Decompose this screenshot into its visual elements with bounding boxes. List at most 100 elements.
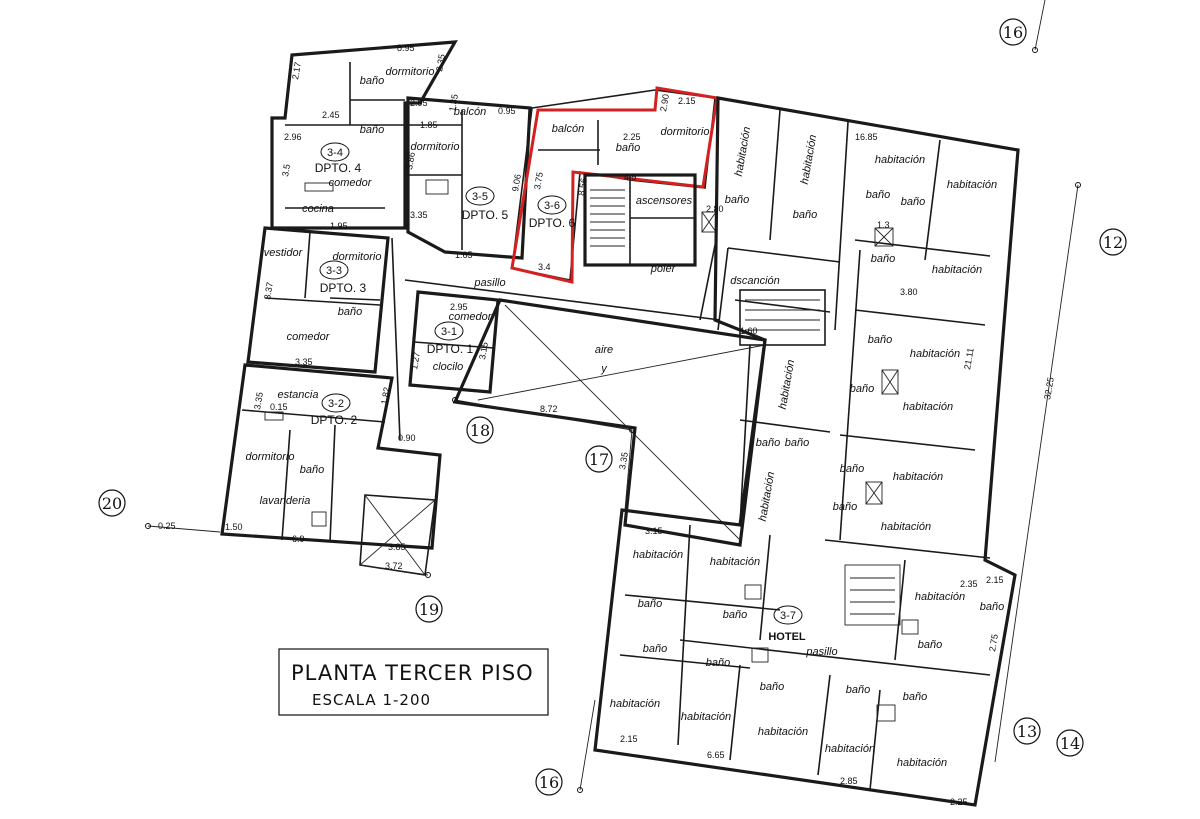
svg-text:1.35: 1.35 (447, 93, 460, 112)
room-label: baño (725, 194, 749, 206)
axis-17: 17 (585, 445, 613, 473)
svg-text:8.56: 8.56 (576, 177, 589, 196)
svg-text:2.17: 2.17 (290, 61, 303, 80)
room-label: baño (300, 464, 324, 476)
svg-text:9.06: 9.06 (510, 173, 523, 192)
room-label: baño (850, 383, 874, 395)
room-label: lavanderia (260, 495, 311, 507)
stair-north (590, 189, 625, 247)
room-label: baño (723, 609, 747, 621)
room-label: estancia (278, 389, 319, 401)
axis-20: 20 (98, 489, 126, 517)
unit-3-3-outline (246, 226, 390, 374)
room-label: baño (706, 657, 730, 669)
shaft (876, 704, 896, 722)
unit-name-dpto-4: DPTO. 4 (315, 161, 362, 175)
room-label: dormitorio (411, 141, 460, 153)
room-label: baño (980, 601, 1004, 613)
room-label: baño (638, 598, 662, 610)
room-labels: dormitorio baño baño comedor cocina balc… (246, 66, 1005, 769)
svg-text:16: 16 (1003, 23, 1023, 42)
corridor-wall (391, 237, 401, 441)
svg-text:20: 20 (102, 494, 122, 513)
wall (619, 654, 751, 669)
svg-text:3.85: 3.85 (388, 542, 406, 552)
svg-text:3.86: 3.86 (404, 151, 417, 170)
wall (854, 309, 986, 326)
svg-text:19: 19 (419, 600, 439, 619)
svg-text:1.85: 1.85 (420, 120, 438, 130)
airwell-boundary (452, 298, 767, 547)
wall (281, 429, 291, 541)
unit-code-3-4: 3-4 (327, 147, 343, 159)
corridor-wall (404, 279, 721, 321)
axis-16-top: 16 (999, 18, 1027, 46)
room-label: habitación (710, 556, 760, 568)
svg-text:3.72: 3.72 (385, 561, 403, 571)
room-label: habitación (903, 401, 953, 413)
axis-13: 13 (1013, 717, 1041, 745)
svg-text:1.65: 1.65 (455, 250, 473, 260)
axis-18: 18 (466, 416, 494, 444)
stair-hotel (844, 564, 901, 626)
svg-text:2.45: 2.45 (322, 110, 340, 120)
unit-3-5-outline (406, 96, 532, 260)
room-label: dormitorio (386, 66, 435, 78)
svg-text:2.15: 2.15 (678, 96, 696, 106)
wall (329, 297, 381, 301)
unit-code-3-5: 3-5 (472, 191, 488, 203)
svg-text:1.27: 1.27 (409, 351, 422, 370)
svg-text:2.95: 2.95 (410, 98, 428, 108)
svg-text:2.75: 2.75 (987, 633, 1000, 652)
wall (924, 139, 941, 261)
unit-name-dpto-3: DPTO. 3 (320, 281, 367, 295)
svg-text:1.82: 1.82 (379, 386, 392, 405)
svg-text:3.37: 3.37 (262, 281, 275, 300)
room-label: baño (918, 639, 942, 651)
room-label: baño (360, 124, 384, 136)
stair-service (739, 289, 826, 346)
title-frame (278, 648, 549, 716)
corridor-wall (717, 247, 729, 331)
room-label: baño (901, 196, 925, 208)
svg-text:12: 12 (1103, 233, 1123, 252)
corridor-wall (699, 244, 716, 321)
unit-code-3-7: 3-7 (780, 610, 796, 622)
wall (759, 534, 771, 641)
room-label: habitación (893, 471, 943, 483)
unit-name-dpto-6: DPTO. 6 (529, 216, 576, 230)
room-label: balcón (552, 123, 584, 135)
svg-text:2.25: 2.25 (950, 797, 968, 807)
unit-name-hotel: HOTEL (768, 631, 806, 643)
svg-text:13: 13 (1017, 722, 1037, 741)
svg-text:3.35: 3.35 (617, 451, 630, 470)
svg-text:3.15: 3.15 (477, 341, 490, 360)
wall (839, 249, 861, 541)
core-outline (583, 173, 697, 267)
svg-text:0.90: 0.90 (398, 433, 416, 443)
room-label: habitación (757, 471, 778, 522)
svg-text:2.35: 2.35 (960, 579, 978, 589)
axis-12: 12 (1099, 228, 1127, 256)
svg-text:8.72: 8.72 (540, 404, 558, 414)
svg-text:6.9: 6.9 (292, 534, 305, 544)
svg-text:3.35: 3.35 (295, 357, 313, 367)
room-label: baño (871, 253, 895, 265)
wall (677, 524, 691, 746)
block-hotel (593, 96, 1020, 807)
airwell-label: aire (595, 344, 613, 356)
room-label: baño (756, 437, 780, 449)
svg-text:2.95: 2.95 (450, 302, 468, 312)
room-label: habitación (897, 757, 947, 769)
core (583, 173, 717, 267)
svg-text:6.65: 6.65 (707, 750, 725, 760)
svg-text:2.25: 2.25 (623, 132, 641, 142)
room-label: baño (868, 334, 892, 346)
wall (624, 594, 781, 611)
svg-text:16.85: 16.85 (855, 132, 878, 142)
room-label: habitación (799, 134, 820, 185)
plan-scale: ESCALA 1-200 (312, 691, 431, 709)
unit-3-4-outline (270, 40, 458, 230)
shaft (874, 227, 894, 247)
